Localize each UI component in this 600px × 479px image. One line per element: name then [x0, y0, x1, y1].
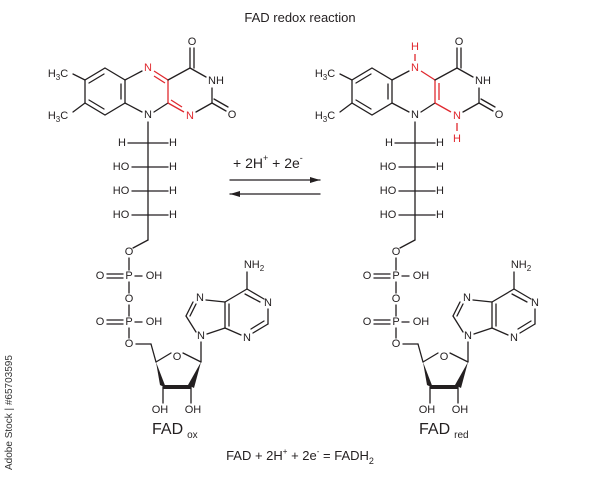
ad-n7-label: N [463, 292, 471, 304]
oh-p2-label: OH [146, 316, 163, 328]
o-link-label: O [125, 246, 134, 258]
methyl-top-label: H3C [48, 68, 68, 82]
h3-chain-label: H [436, 209, 444, 221]
o-dbl2-label: O [96, 316, 105, 328]
h5-label: H [411, 41, 419, 53]
o2-label: O [228, 109, 237, 121]
o-bridge-label: O [125, 293, 134, 305]
o-ring-label: O [173, 351, 182, 363]
chain-h-left: H [118, 137, 126, 149]
ho3-label: HO [380, 209, 397, 221]
h1-chain-label: H [436, 161, 444, 173]
watermark-text: Adobe Stock | #65703595 [4, 355, 15, 470]
overall-equation: FAD + 2H+ + 2e- = FADH2 [226, 447, 374, 466]
methyl-bottom-label: H3C [315, 110, 335, 124]
h3-label: H [169, 209, 177, 221]
h2-chain-label: H [436, 185, 444, 197]
diagram-title: FAD redox reaction [244, 10, 355, 25]
n3-label: NH [208, 75, 224, 87]
methyl-top-label: H3C [315, 68, 335, 82]
n5-label: N [144, 62, 152, 74]
oh3-label: OH [419, 404, 436, 416]
h2-label: H [169, 185, 177, 197]
n5-label: N [411, 62, 419, 74]
h1-label: H [169, 161, 177, 173]
h1-label: H [453, 133, 461, 145]
oh-p1-label: OH [146, 270, 163, 282]
ad-n1-label: N [264, 297, 272, 309]
ad-n9-label: N [197, 330, 205, 342]
o-dbl1-label: O [96, 270, 105, 282]
reaction-arrow: + 2H+ + 2e- [229, 153, 321, 197]
ad-n1-label: N [531, 297, 539, 309]
n1-label: N [453, 110, 461, 122]
oh-p2-label: OH [413, 316, 430, 328]
ad-n9-label: N [464, 330, 472, 342]
chain-h-left: H [385, 137, 393, 149]
o-bridge-label: O [392, 293, 401, 305]
oh-p1-label: OH [413, 270, 430, 282]
reverse-arrowhead-icon [230, 191, 240, 197]
reaction-conditions: + 2H+ + 2e- [233, 153, 303, 171]
forward-arrowhead-icon [310, 177, 320, 183]
oh3-label: OH [152, 404, 169, 416]
molecule-fad-red: H3C H3C N H N O NH O N H H H HO H HO [315, 36, 539, 441]
o-ester-label: O [125, 338, 134, 350]
o-ring-label: O [440, 351, 449, 363]
p2-label: P [392, 316, 399, 328]
ho2-label: HO [113, 185, 130, 197]
methyl-bottom-label: H3C [48, 110, 68, 124]
chain-h-right: H [436, 137, 444, 149]
n10-label: N [411, 109, 419, 121]
o4-label: O [188, 36, 197, 48]
n1-label: N [186, 110, 194, 122]
o4-label: O [455, 36, 464, 48]
nh2-label: NH2 [244, 259, 265, 273]
benzene-ring [351, 67, 393, 116]
o-dbl1-label: O [363, 270, 372, 282]
ho1-label: HO [113, 161, 130, 173]
ho1-label: HO [380, 161, 397, 173]
oh2-label: OH [185, 404, 202, 416]
ad-n3-label: N [510, 332, 518, 344]
ho3-label: HO [113, 209, 130, 221]
o2-label: O [495, 109, 504, 121]
chain-h-right: H [169, 137, 177, 149]
ho2-label: HO [380, 185, 397, 197]
nh2-label: NH2 [511, 259, 532, 273]
p1-label: P [125, 270, 132, 282]
molecule-fad-ox: H3C H3C N N O NH O N H H HO H HO [48, 36, 272, 441]
p2-label: P [125, 316, 132, 328]
o-dbl2-label: O [363, 316, 372, 328]
o-ester-label: O [392, 338, 401, 350]
p1-label: P [392, 270, 399, 282]
o-link-label: O [392, 246, 401, 258]
ad-n7-label: N [196, 292, 204, 304]
n3-label: NH [475, 75, 491, 87]
n10-label: N [144, 109, 152, 121]
benzene-ring [84, 67, 126, 116]
ad-n3-label: N [243, 332, 251, 344]
oh2-label: OH [452, 404, 469, 416]
